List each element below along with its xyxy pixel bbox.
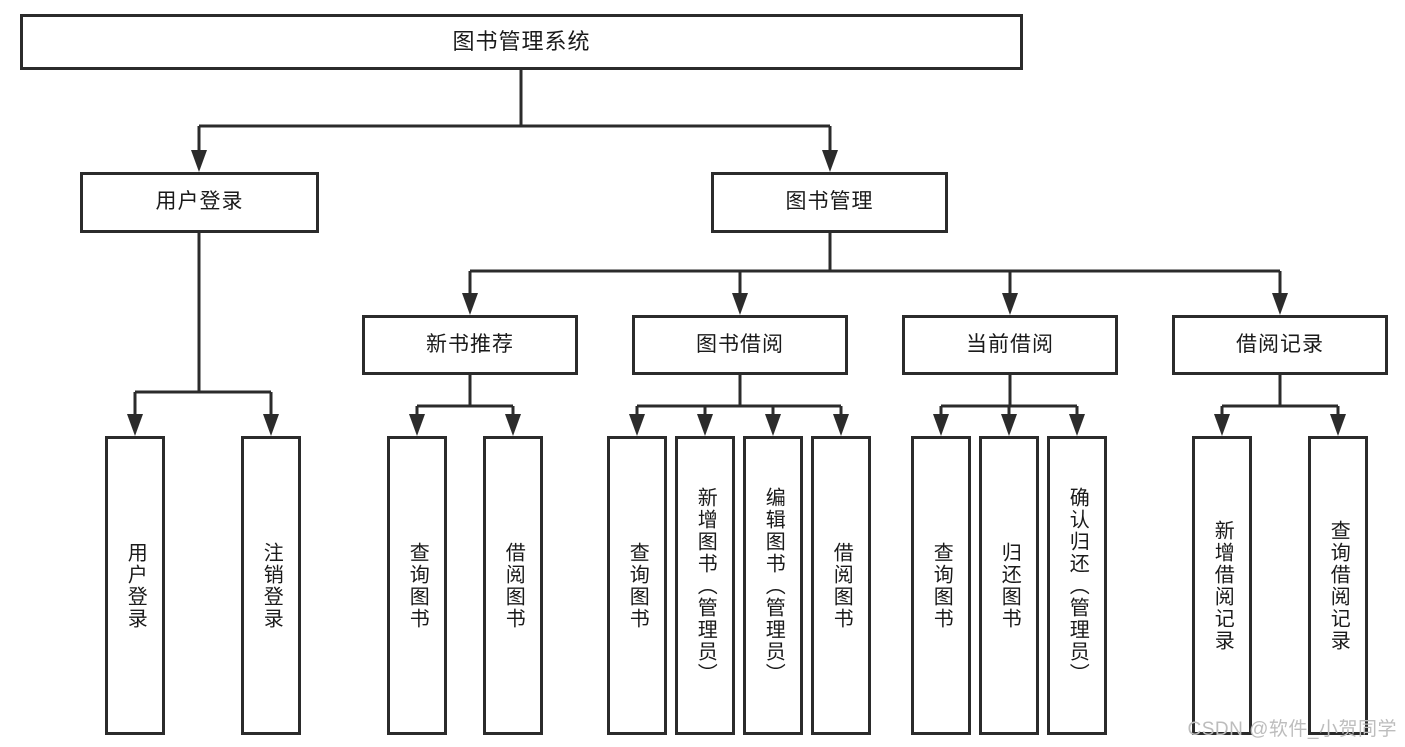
arrow-to-book-mgmt bbox=[822, 150, 838, 172]
leaf-borrow-book-query-label: 查询图书 bbox=[626, 541, 649, 630]
leaf-current-borrow-return-label: 归还图书 bbox=[998, 541, 1021, 630]
leaf-borrow-record-add[interactable]: 新增借阅记录 bbox=[1192, 436, 1252, 735]
watermark-text: CSDN @软件_小贺同学 bbox=[1187, 719, 1397, 740]
leaf-new-book-query[interactable]: 查询图书 bbox=[387, 436, 447, 735]
leaf-borrow-book-edit[interactable]: 编辑图书（管理员） bbox=[743, 436, 803, 735]
leaf-borrow-book-borrow-label: 借阅图书 bbox=[830, 541, 853, 630]
leaf-user-login-login-label: 用户登录 bbox=[124, 541, 147, 630]
arrow-new-book-leaf-2 bbox=[505, 414, 521, 436]
leaf-borrow-book-borrow[interactable]: 借阅图书 bbox=[811, 436, 871, 735]
leaf-borrow-record-query[interactable]: 查询借阅记录 bbox=[1308, 436, 1368, 735]
node-user-login[interactable]: 用户登录 bbox=[80, 172, 319, 233]
node-root-label: 图书管理系统 bbox=[452, 29, 591, 55]
arrow-borrow-book-leaf-4 bbox=[833, 414, 849, 436]
arrow-to-borrow-book bbox=[732, 293, 748, 315]
leaf-user-login-logout-label: 注销登录 bbox=[260, 541, 283, 630]
arrow-borrow-record-leaf-2 bbox=[1330, 414, 1346, 436]
node-root[interactable]: 图书管理系统 bbox=[20, 14, 1023, 70]
node-borrow-record[interactable]: 借阅记录 bbox=[1172, 315, 1388, 375]
leaf-borrow-book-add-label: 新增图书（管理员） bbox=[694, 486, 717, 685]
leaf-borrow-book-add[interactable]: 新增图书（管理员） bbox=[675, 436, 735, 735]
node-user-login-label: 用户登录 bbox=[155, 190, 244, 214]
arrow-borrow-book-leaf-1 bbox=[629, 414, 645, 436]
arrow-user-login-leaf-2 bbox=[263, 414, 279, 436]
node-book-borrow-label: 图书借阅 bbox=[696, 332, 784, 356]
node-new-book-recommend-label: 新书推荐 bbox=[426, 332, 514, 356]
arrow-current-borrow-leaf-1 bbox=[933, 414, 949, 436]
node-borrow-record-label: 借阅记录 bbox=[1236, 332, 1324, 356]
arrow-new-book-leaf-1 bbox=[409, 414, 425, 436]
leaf-borrow-record-query-label: 查询借阅记录 bbox=[1327, 519, 1350, 652]
node-current-borrow[interactable]: 当前借阅 bbox=[902, 315, 1118, 375]
arrow-borrow-record-leaf-1 bbox=[1214, 414, 1230, 436]
arrow-to-new-book bbox=[462, 293, 478, 315]
leaf-current-borrow-query-label: 查询图书 bbox=[930, 541, 953, 630]
leaf-current-borrow-confirm[interactable]: 确认归还（管理员） bbox=[1047, 436, 1107, 735]
node-book-borrow[interactable]: 图书借阅 bbox=[632, 315, 848, 375]
leaf-user-login-logout[interactable]: 注销登录 bbox=[241, 436, 301, 735]
arrow-to-borrow-record bbox=[1272, 293, 1288, 315]
leaf-new-book-query-label: 查询图书 bbox=[406, 541, 429, 630]
arrow-borrow-book-leaf-2 bbox=[697, 414, 713, 436]
arrow-current-borrow-leaf-2 bbox=[1001, 414, 1017, 436]
leaf-current-borrow-query[interactable]: 查询图书 bbox=[911, 436, 971, 735]
node-book-management-label: 图书管理 bbox=[785, 190, 874, 214]
leaf-current-borrow-confirm-label: 确认归还（管理员） bbox=[1066, 486, 1089, 685]
node-current-borrow-label: 当前借阅 bbox=[966, 332, 1054, 356]
arrow-to-user-login bbox=[191, 150, 207, 172]
leaf-current-borrow-return[interactable]: 归还图书 bbox=[979, 436, 1039, 735]
leaf-new-book-borrow[interactable]: 借阅图书 bbox=[483, 436, 543, 735]
node-new-book-recommend[interactable]: 新书推荐 bbox=[362, 315, 578, 375]
arrow-borrow-book-leaf-3 bbox=[765, 414, 781, 436]
arrow-user-login-leaf-1 bbox=[127, 414, 143, 436]
arrow-to-current-borrow bbox=[1002, 293, 1018, 315]
leaf-borrow-book-edit-label: 编辑图书（管理员） bbox=[762, 486, 785, 685]
leaf-user-login-login[interactable]: 用户登录 bbox=[105, 436, 165, 735]
leaf-borrow-record-add-label: 新增借阅记录 bbox=[1211, 519, 1234, 652]
arrow-current-borrow-leaf-3 bbox=[1069, 414, 1085, 436]
leaf-new-book-borrow-label: 借阅图书 bbox=[502, 541, 525, 630]
leaf-borrow-book-query[interactable]: 查询图书 bbox=[607, 436, 667, 735]
node-book-management[interactable]: 图书管理 bbox=[711, 172, 948, 233]
